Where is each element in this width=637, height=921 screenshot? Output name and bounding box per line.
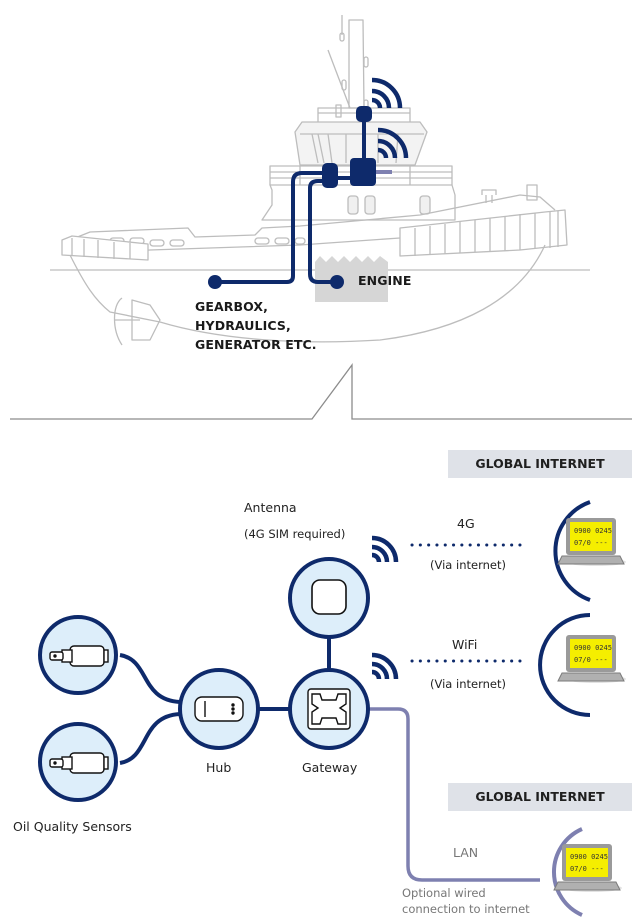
engine-cable [308,179,339,284]
engine-label: ENGINE [358,273,412,288]
laptop-screen-line2: 07/0 --- [574,539,608,547]
lan-link [368,707,540,882]
4g-sublabel: (Via internet) [430,558,506,572]
laptop-screen-line2: 07/0 --- [574,656,608,664]
lan-sublabel: Optional wired connection to internet [402,886,530,916]
bow-fender [399,209,568,257]
antenna-label: Antenna [244,500,297,515]
oil-sensor-icon [49,645,109,667]
sensor1-hub-link [119,653,181,704]
hub-label: Hub [206,760,232,775]
gearbox-sensor-dot [208,275,222,289]
engine-block [315,256,388,302]
engine-sensor-dot [330,275,344,289]
wifi-sublabel: (Via internet) [430,677,506,691]
gearbox-cable [213,171,330,284]
cellular-signal-icon [371,535,399,563]
laptop-screen-line1: 0900 0245 [570,853,608,861]
wifi-label: WiFi [452,637,478,652]
internet-arc-wifi [538,613,591,717]
gateway-label: Gateway [302,760,358,775]
mast [348,19,365,109]
laptop-screen-line2: 07/0 --- [570,865,604,873]
internet-arc-lan [551,827,583,917]
global-internet-badge-top: GLOBAL INTERNET [448,450,632,478]
section-divider [10,363,632,420]
sensor2-hub-link [119,712,181,765]
gateway-device-icon [307,688,351,730]
global-internet-badge-bottom: GLOBAL INTERNET [448,783,632,811]
gateway-unit [350,158,376,186]
laptop-icon-wifi: 0900 0245 07/0 --- [557,635,626,683]
antenna-device-icon [311,579,347,615]
hull [69,244,546,343]
antenna-unit [356,106,372,122]
ship-antenna-signal-icon [371,77,403,109]
lan-label: LAN [453,845,479,860]
wifi-signal-icon [371,652,399,680]
laptop-icon-lan: 0900 0245 07/0 --- [553,844,622,892]
sensors-label: Oil Quality Sensors [13,819,132,834]
antenna-sublabel: (4G SIM required) [244,527,346,541]
propeller [113,297,161,346]
gearbox-label: GEARBOX, HYDRAULICS, GENERATOR ETC. [195,299,317,352]
internet-arc-4g [553,500,591,602]
laptop-screen-line1: 0900 0245 [574,527,612,535]
ship-gateway-signal-icon [377,127,409,159]
laptop-screen-line1: 0900 0245 [574,644,612,652]
hull-deck [69,194,556,241]
stern-fender [61,235,149,261]
laptop-icon-4g: 0900 0245 07/0 --- [557,518,626,566]
hub-unit [322,163,338,188]
4g-label: 4G [457,516,475,531]
oil-sensor-icon [49,752,109,774]
hub-device-icon [194,696,244,722]
